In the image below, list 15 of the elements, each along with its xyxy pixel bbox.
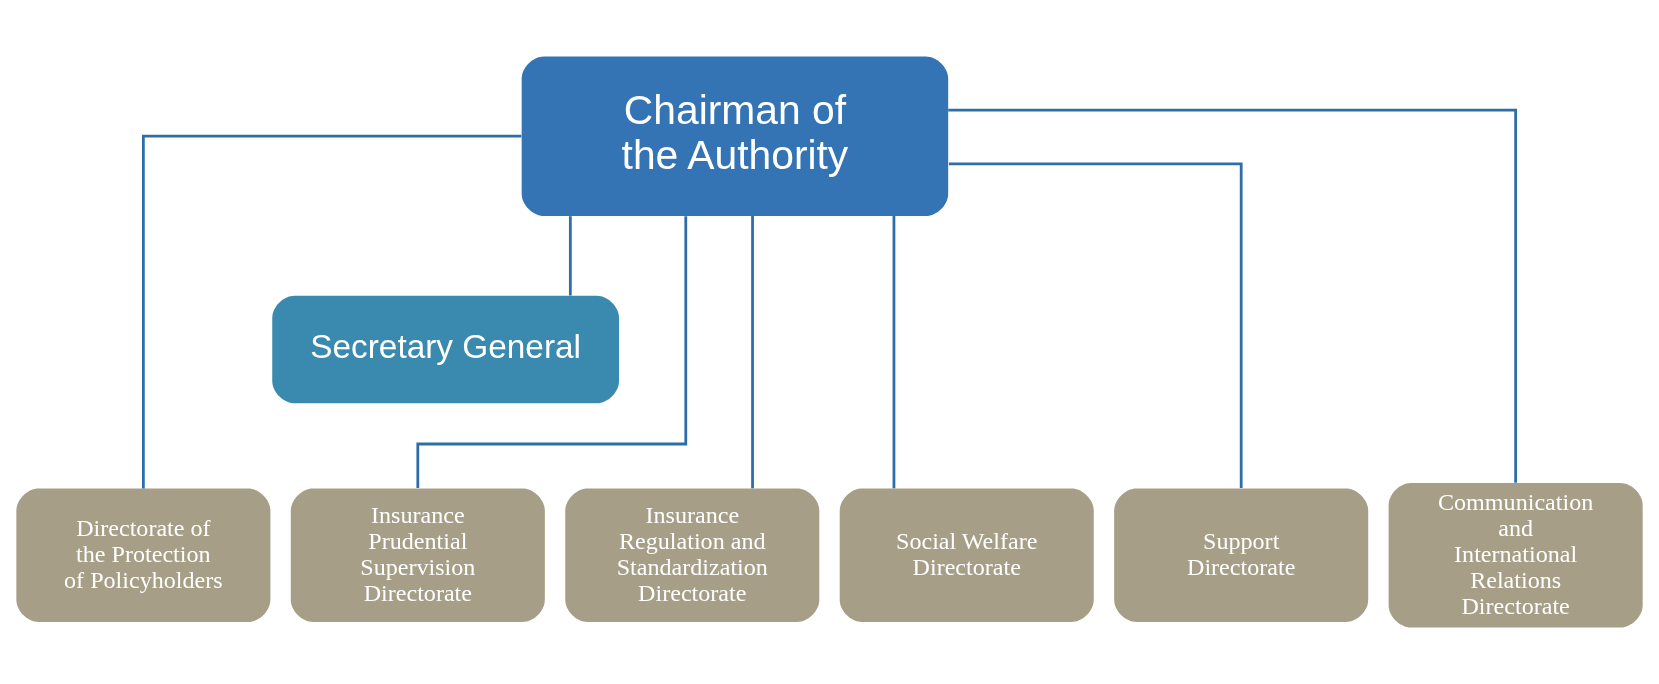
connector <box>141 134 522 489</box>
node-box: Support Directorate <box>1114 488 1369 622</box>
node-box: Insurance Prudential Supervision Directorate <box>290 488 545 622</box>
node-box: Communication and International Relations Directorate <box>1388 482 1643 628</box>
node-box: Social Welfare Directorate <box>839 488 1094 622</box>
node-box: Directorate of the Protection of Policyholders <box>16 488 271 622</box>
connector <box>892 215 896 489</box>
connector <box>568 216 572 296</box>
connector <box>948 162 1243 488</box>
connector <box>416 216 688 488</box>
node-box: Chairman of the Authority <box>521 56 949 216</box>
connector <box>948 108 1518 483</box>
node-box: Insurance Regulation and Standardization Directorate <box>565 488 820 622</box>
connector <box>751 215 754 489</box>
node-box: Secretary General <box>272 295 619 404</box>
